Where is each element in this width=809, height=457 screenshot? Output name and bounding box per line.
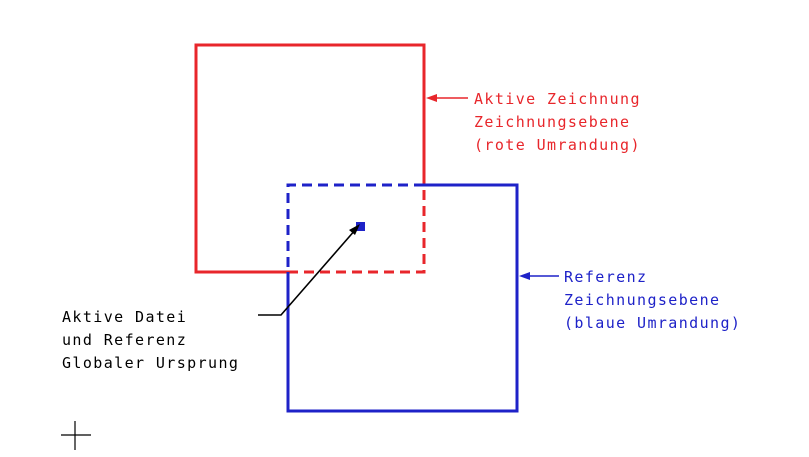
origin-leader-line [258,228,357,316]
reference-label-line1: Referenz [564,268,647,286]
reference-label-line3: (blaue Umrandung) [564,314,741,332]
reference-border-hidden [286,183,424,272]
origin-label-line3: Globaler Ursprung [62,354,239,372]
active-drawing-label-line3: (rote Umrandung) [474,136,641,154]
active-drawing-border [194,43,426,274]
active-drawing-label-line2: Zeichnungsebene [474,113,630,131]
origin-label-line1: Aktive Datei [62,308,187,326]
reference-border [286,183,519,413]
origin-leader-arrowhead [349,224,360,235]
active-drawing-border-hidden [288,185,426,274]
reference-leader-arrowhead [519,272,530,280]
origin-label-line2: und Referenz [62,331,187,349]
active-drawing-label-line1: Aktive Zeichnung [474,90,641,108]
crosshair-cursor-icon [61,421,91,450]
active-drawing-leader-arrowhead [426,94,437,102]
reference-label-line2: Zeichnungsebene [564,291,720,309]
global-origin-marker [356,222,365,231]
